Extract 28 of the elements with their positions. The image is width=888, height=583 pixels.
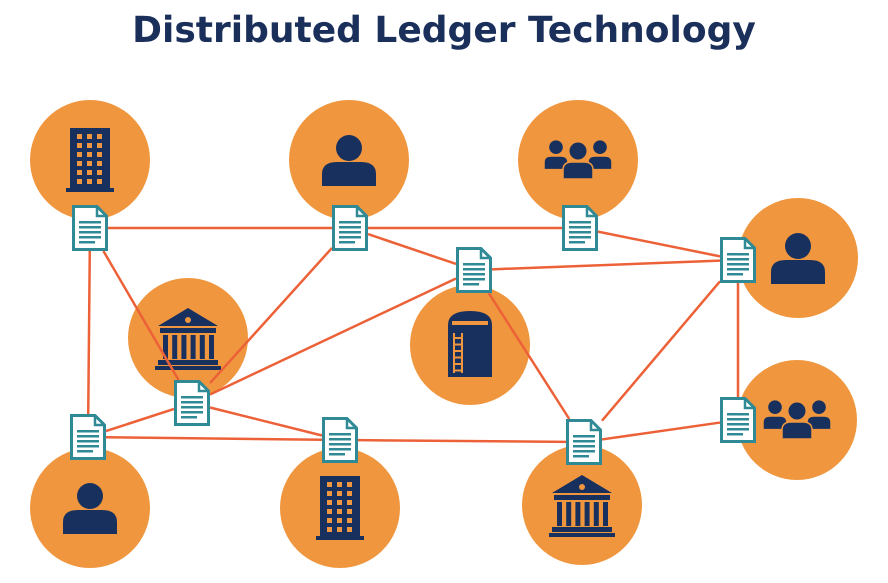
connector-line: [209, 277, 457, 396]
connector-line: [368, 232, 456, 266]
connector-line: [209, 247, 333, 384]
diagram-title: Distributed Ledger Technology: [132, 10, 756, 51]
document-icon: [174, 380, 210, 426]
connector-line: [601, 280, 721, 422]
connector-line: [488, 292, 570, 420]
connector-line: [210, 406, 322, 437]
connector-line: [102, 250, 180, 381]
document-icon: [720, 237, 756, 283]
connector-line: [358, 438, 566, 444]
document-icon: [566, 419, 602, 465]
document-icon: [456, 247, 492, 293]
connector-line: [598, 230, 720, 258]
connector-line: [602, 421, 720, 441]
document-icon: [720, 397, 756, 443]
document-icon: [562, 205, 598, 251]
document-icon: [72, 205, 108, 251]
connector-line: [492, 259, 720, 271]
connector-line: [736, 283, 740, 397]
document-icon: [322, 417, 358, 463]
connector-line: [86, 250, 92, 414]
connector-line: [368, 226, 562, 230]
connector-line: [108, 226, 332, 230]
connector-line: [106, 408, 174, 432]
document-icon: [70, 414, 106, 460]
document-icon: [332, 205, 368, 251]
connector-line: [106, 436, 322, 442]
